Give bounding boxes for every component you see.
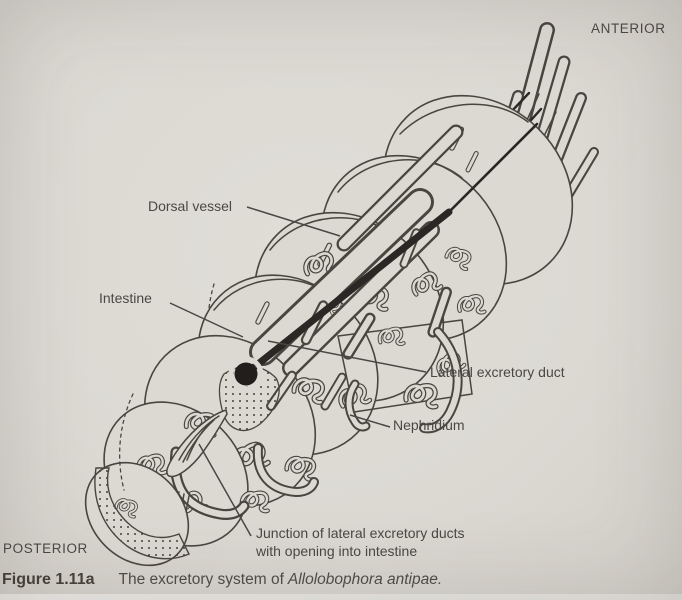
dorsal-vessel-tube xyxy=(336,124,464,252)
posterior-segments xyxy=(84,356,319,567)
dorsal-vessel-leader xyxy=(246,206,341,237)
lateral-excretory-duct-label: Lateral excretory duct xyxy=(430,364,565,380)
junction-label: Junction of lateral excretory ducts with… xyxy=(256,524,465,560)
stippled-posterior-face xyxy=(94,467,190,560)
dorsal-vessel-line-thick xyxy=(244,208,453,376)
lateral-excretory-duct-leader xyxy=(267,340,427,373)
page-bottom-edge xyxy=(0,594,682,600)
dorsal-vessel-label: Dorsal vessel xyxy=(148,198,233,214)
junction-label-line2: with opening into intestine xyxy=(256,543,418,559)
posterior-label: POSTERIOR xyxy=(3,541,88,556)
caption-species-name: Allolobophora antipae. xyxy=(287,571,443,588)
lateral-duct-hook xyxy=(419,327,463,434)
dorsal-vessel-line xyxy=(447,122,539,214)
junction-label-line1: Junction of lateral excretory ducts xyxy=(256,525,465,541)
intestine-leader xyxy=(169,302,244,338)
caption-text: The excretory system of xyxy=(118,571,284,588)
leader-lines xyxy=(169,206,427,537)
figure-number: Figure 1.11a xyxy=(2,571,95,588)
intestine-label: Intestine xyxy=(99,290,152,306)
nephridium-band xyxy=(344,379,371,432)
junction-structure xyxy=(166,409,228,478)
excretory-duct-hooks xyxy=(169,443,319,520)
intestine-and-vessel xyxy=(244,122,539,434)
anterior-label: ANTERIOR xyxy=(591,21,666,36)
nephridium-label: Nephridium xyxy=(393,417,465,433)
junction-leader xyxy=(198,443,252,537)
lateral-excretory-duct-opening xyxy=(234,362,258,386)
nephridium-leader xyxy=(349,414,391,428)
